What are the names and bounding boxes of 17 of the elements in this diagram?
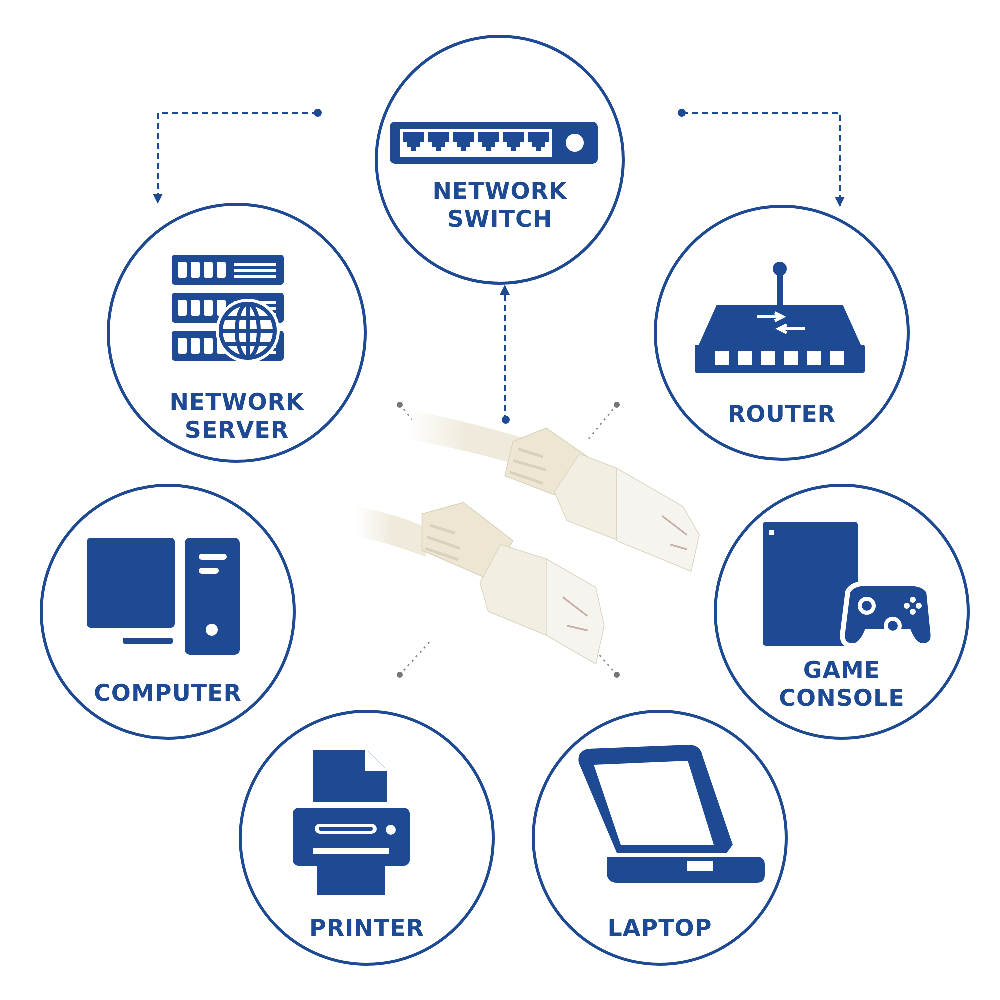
- device-circle: [375, 35, 625, 285]
- device-label: NETWORK SERVER: [168, 389, 306, 445]
- device-circle: [107, 203, 367, 463]
- device-label: ROUTER: [726, 401, 838, 429]
- dashed-arrow: [500, 285, 510, 424]
- device-label: LAPTOP: [606, 915, 714, 943]
- dashed-arrow: [678, 109, 845, 207]
- device-circle: [239, 710, 495, 966]
- device-circle: [654, 205, 910, 461]
- device-circle: [40, 484, 296, 740]
- dashed-arrow: [153, 109, 322, 204]
- device-label: COMPUTER: [93, 680, 243, 708]
- device-label: GAME CONSOLE: [778, 657, 906, 713]
- device-label: PRINTER: [308, 915, 426, 943]
- device-circle: [714, 484, 970, 740]
- device-label: NETWORK SWITCH: [432, 178, 568, 234]
- device-circle: [532, 710, 788, 966]
